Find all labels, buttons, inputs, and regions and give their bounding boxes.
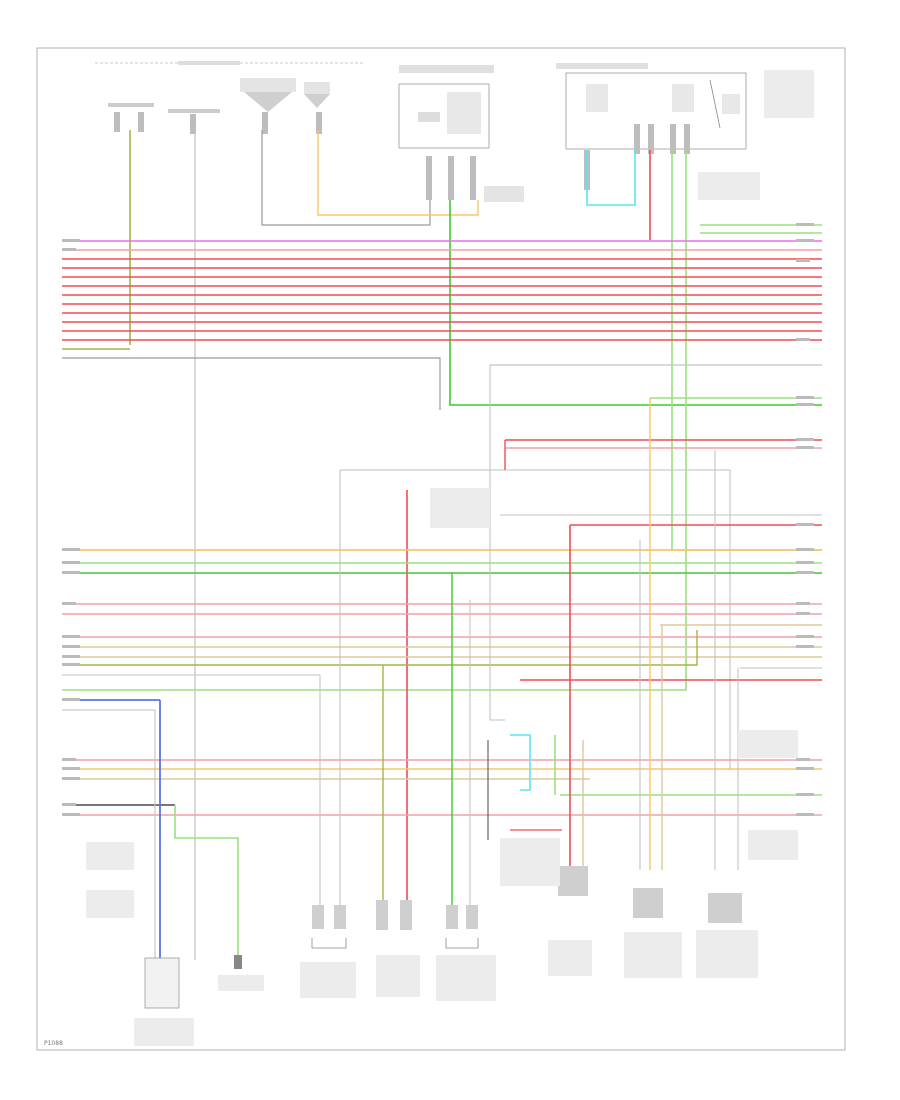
figure-id: P1088 xyxy=(44,1040,63,1047)
ignition-switch-box xyxy=(398,65,524,202)
lower-components xyxy=(86,488,798,1046)
wire-terminal-marks xyxy=(62,223,814,816)
vertical-drops xyxy=(154,365,739,958)
top-feed-wires xyxy=(62,130,822,960)
instrument-cluster xyxy=(95,61,365,134)
hot-at-all-times-fuse-box xyxy=(556,63,814,200)
diagram-border xyxy=(36,47,846,1051)
horizontal-bus xyxy=(62,240,822,905)
